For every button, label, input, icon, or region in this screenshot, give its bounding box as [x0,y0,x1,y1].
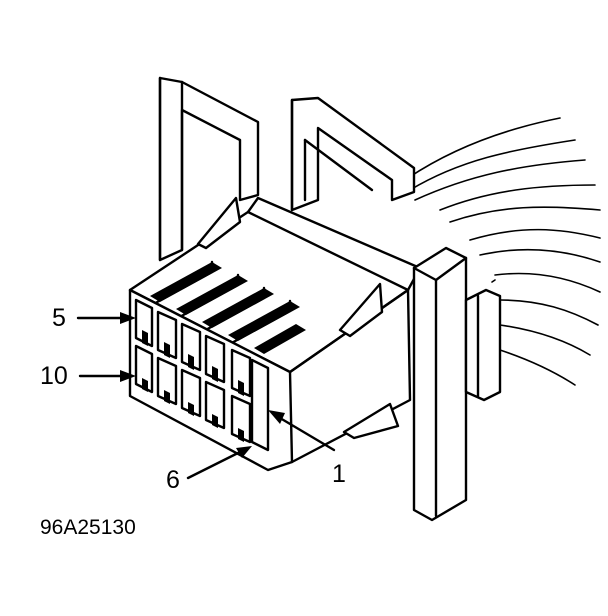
pin-cavities [134,298,270,452]
front-latch-tower [412,246,468,522]
top-lock-housing [290,96,416,212]
figure-id: 96A25130 [40,516,136,539]
callout-pin-6: 6 [166,466,180,494]
top-ribs [148,260,306,354]
callout-pin-5: 5 [52,304,66,332]
wire-bundle [407,117,601,386]
side-ramps [196,196,400,440]
side-clip [464,288,502,402]
callout-arrows [76,312,336,480]
callout-pin-1: 1 [332,460,346,488]
callout-pin-10: 10 [40,362,68,390]
rear-latch-tower [158,76,260,262]
